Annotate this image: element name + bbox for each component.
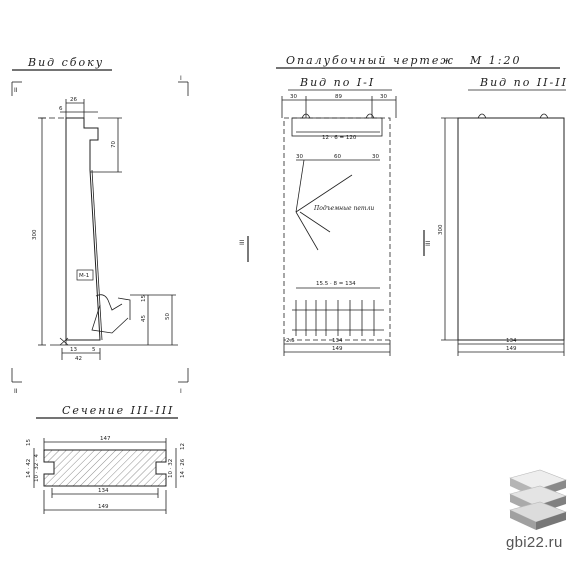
sec-dim-right-a: 10 · 32 [168, 459, 174, 478]
side-dim-lower-right: 50 [165, 313, 171, 320]
watermark-site: gbi22.ru [506, 534, 563, 551]
side-dim-height: 300 [32, 229, 38, 240]
v2-dim-bottom-inner: 134 [506, 338, 517, 344]
view-1: Вид по I-I 30 89 30 12 · 6 = 120 30 60 3… [239, 76, 397, 356]
v1-dim-rebar: 15.5 · 8 = 134 [316, 281, 356, 287]
side-dim-small-15: 15 [141, 295, 147, 302]
v2-dim-bottom-total: 149 [506, 346, 517, 352]
v1-dim-bottom-side: 2.5 [286, 338, 295, 344]
side-dim-lower-mid: 45 [141, 315, 147, 322]
side-dim-top-small: 6 [59, 106, 63, 112]
v1-dim-bottom-inner: 134 [332, 338, 343, 344]
v2-section-mark: III [425, 240, 432, 246]
logo-icon [509, 469, 567, 530]
sec-dim-right-c: 12 [180, 443, 186, 450]
v1-dim-loops-right: 30 [372, 154, 379, 160]
v1-lifting-loops-note: Подъемные петли [313, 205, 374, 212]
sec-dim-bottom-total: 149 [98, 504, 109, 510]
sec-dim-left-b: 10 · 32 · 4 [34, 454, 40, 482]
formwork-title: Опалубочный чертеж [286, 54, 455, 67]
v1-section-mark: III [239, 239, 246, 245]
view-2-title: Вид по II-II [479, 76, 568, 89]
sec-dim-left-a: 14 · 42 [26, 459, 32, 478]
v1-dim-inner-top: 12 · 6 = 120 [322, 135, 357, 141]
section-mark-I-bottom: I [180, 388, 182, 395]
side-view-title: Вид сбоку [27, 56, 104, 69]
side-dim-bottom-small: 13 [70, 347, 77, 353]
section-mark-II-top: II [14, 87, 18, 94]
sec-dim-top: 147 [100, 436, 111, 442]
side-dim-upper-right: 70 [111, 141, 117, 148]
v1-dim-loops-left: 30 [296, 154, 303, 160]
side-dim-bottom: 42 [75, 356, 82, 362]
sec-dim-left-c: 15 [26, 439, 32, 446]
sec-dim-bottom-inner: 134 [98, 488, 109, 494]
side-dim-top: 26 [70, 97, 77, 103]
v1-dim-bottom-total: 149 [332, 346, 343, 352]
view-1-title: Вид по I-I [299, 76, 375, 89]
view-2: Вид по II-II 300 III 134 149 [423, 76, 568, 356]
side-view: Вид сбоку II I II I М-1 [11, 56, 189, 395]
v1-dim-top-left: 30 [290, 94, 297, 100]
v1-dim-loops-mid: 60 [334, 154, 341, 160]
v1-dim-top-mid: 89 [335, 94, 342, 100]
side-dim-bottom-b: 5 [92, 347, 96, 353]
side-mark-label: М-1 [79, 273, 89, 279]
v1-dim-top-right: 30 [380, 94, 387, 100]
v2-dim-height: 300 [438, 224, 444, 235]
section-3: Сечение III-III 147 14 · 42 10 · 32 · 4 … [26, 404, 186, 514]
formwork-header: Опалубочный чертеж М 1:20 [276, 54, 560, 69]
formwork-scale: М 1:20 [469, 54, 521, 67]
section-mark-II-bottom: II [14, 388, 18, 395]
sec-dim-right-b: 14 · 26 [180, 458, 186, 478]
section-3-title: Сечение III-III [62, 404, 174, 417]
section-mark-I-top: I [180, 75, 182, 82]
